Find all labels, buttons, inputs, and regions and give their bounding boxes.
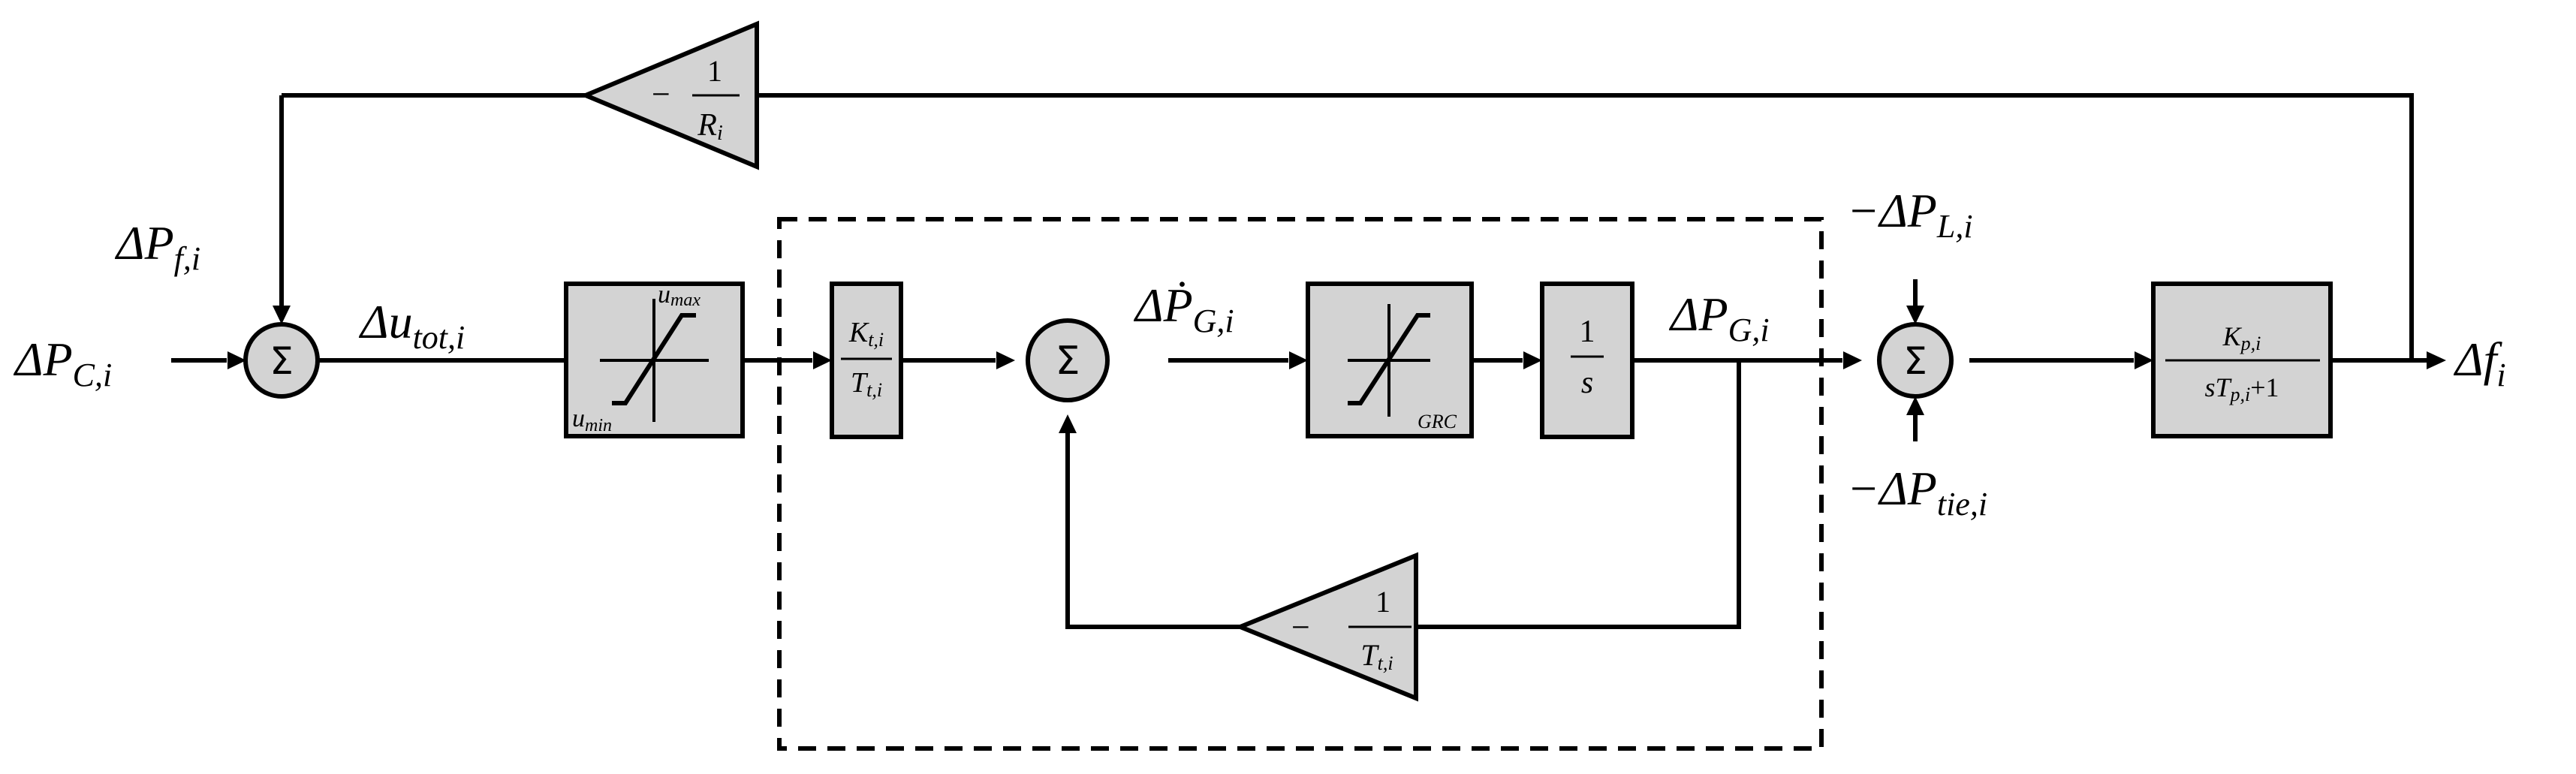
svg-text:umin: umin bbox=[572, 405, 612, 435]
svg-text:Δfi: Δfi bbox=[2453, 333, 2506, 393]
label-dpg-sub: G,i bbox=[1728, 312, 1770, 348]
label-dpl-main: −ΔP bbox=[1847, 184, 1937, 237]
arrowhead-turbine bbox=[813, 351, 832, 369]
governor-turbine-region bbox=[777, 217, 1824, 751]
svg-text:Tt,i: Tt,i bbox=[1360, 638, 1393, 674]
sum-junction-1: Σ bbox=[243, 322, 320, 399]
arrowhead-output bbox=[2427, 351, 2446, 369]
plant-den-sub: p,i bbox=[2228, 384, 2250, 405]
feedback-gain-num: 1 bbox=[1375, 585, 1390, 619]
arrowhead-sum1-left bbox=[227, 351, 246, 369]
turbine-gain-block: Kt,i Tt,i bbox=[830, 282, 903, 439]
arrowhead-sum1-top bbox=[273, 306, 291, 324]
sum-junction-3: Σ bbox=[1877, 322, 1954, 399]
label-dpl-sub: L,i bbox=[1936, 208, 1973, 245]
svg-text:Kp,i: Kp,i bbox=[2222, 321, 2261, 354]
plant-num-main: K bbox=[2222, 321, 2243, 351]
plant-num-sub: p,i bbox=[2240, 333, 2261, 354]
sum-junction-2: Σ bbox=[1026, 318, 1110, 402]
droop-gain-sign: − bbox=[652, 76, 670, 113]
arrowhead-sum3-left bbox=[1843, 351, 1862, 369]
label-dpg-main: ΔP bbox=[1668, 288, 1728, 341]
label-dpgdot-sub: G,i bbox=[1193, 303, 1234, 339]
svg-text:umax: umax bbox=[658, 281, 700, 310]
limiter-umin-main: u bbox=[572, 405, 585, 432]
svg-text:Tt,i: Tt,i bbox=[851, 367, 882, 401]
arrowhead-sum3-bottom bbox=[1906, 396, 1924, 415]
turbine-den-sub: t,i bbox=[866, 379, 882, 401]
label-dutot-main: Δu bbox=[358, 295, 413, 348]
label-dptie-sub: tie,i bbox=[1937, 486, 1987, 523]
integrator-block: 1 s bbox=[1540, 282, 1634, 439]
label-dpc-sub: C,i bbox=[73, 357, 113, 393]
grc-block: GRC bbox=[1306, 282, 1474, 438]
arrowhead-sum2-bottom bbox=[1059, 414, 1077, 433]
label-df-main: Δf bbox=[2453, 333, 2503, 386]
arrowhead-plant bbox=[2135, 351, 2153, 369]
arrowhead-grc bbox=[1289, 351, 1308, 369]
svg-text:Δutot,i: Δutot,i bbox=[358, 295, 465, 356]
droop-gain-block: − 1 Ri bbox=[580, 20, 759, 170]
label-dpgdot-main: ΔṖ bbox=[1133, 279, 1193, 332]
label-df-sub: i bbox=[2496, 357, 2505, 393]
feedback-gain-den-main: T bbox=[1360, 638, 1379, 672]
plant-den-main: sT bbox=[2204, 372, 2232, 402]
arrowhead-sum3-top bbox=[1906, 306, 1924, 324]
svg-text:ΔṖG,i: ΔṖG,i bbox=[1133, 279, 1234, 339]
integrator-num: 1 bbox=[1580, 315, 1595, 349]
svg-text:ΔPC,i: ΔPC,i bbox=[13, 333, 112, 393]
limiter-umax-sub: max bbox=[670, 291, 700, 310]
feedback-gain-sign: − bbox=[1291, 609, 1310, 646]
limiter-umax-main: u bbox=[658, 281, 670, 309]
sum-symbol: Σ bbox=[270, 339, 294, 383]
svg-text:Kt,i: Kt,i bbox=[848, 317, 884, 351]
arrowhead-integrator bbox=[1523, 351, 1542, 369]
turbine-num-main: K bbox=[848, 317, 869, 348]
integrator-den: s bbox=[1581, 366, 1593, 400]
droop-gain-den-main: R bbox=[697, 108, 717, 143]
label-dutot-sub: tot,i bbox=[413, 319, 465, 356]
arrowhead-sum2-left bbox=[996, 351, 1015, 369]
label-dpf-sub: f,i bbox=[174, 240, 200, 277]
feedback-gain-block: − 1 Tt,i bbox=[1234, 552, 1418, 702]
svg-text:−ΔPL,i: −ΔPL,i bbox=[1847, 184, 1973, 245]
limiter-umin-sub: min bbox=[585, 416, 612, 435]
wire-inner-feedback-return bbox=[1065, 432, 1240, 629]
svg-text:sTp,i+1: sTp,i+1 bbox=[2204, 372, 2279, 405]
label-dpf-main: ΔP bbox=[114, 216, 174, 270]
sum-symbol: Σ bbox=[1056, 339, 1080, 384]
sum-symbol: Σ bbox=[1903, 339, 1927, 383]
plant-den-tail: +1 bbox=[2250, 372, 2279, 402]
svg-text:ΔPG,i: ΔPG,i bbox=[1668, 288, 1770, 348]
turbine-den-main: T bbox=[851, 367, 869, 399]
svg-text:ΔPf,i: ΔPf,i bbox=[114, 216, 200, 277]
label-dpc-main: ΔP bbox=[13, 333, 73, 386]
turbine-num-sub: t,i bbox=[868, 329, 884, 351]
droop-gain-den-sub: i bbox=[717, 122, 723, 145]
wire-outer-feedback bbox=[757, 93, 2414, 360]
label-dptie-main: −ΔP bbox=[1847, 462, 1937, 515]
droop-gain-num: 1 bbox=[707, 54, 722, 88]
limiter-block: umax umin bbox=[564, 281, 745, 438]
svg-text:Ri: Ri bbox=[697, 108, 722, 145]
wire-inner-feedback bbox=[1416, 360, 1741, 629]
plant-block: Kp,i sTp,i+1 bbox=[2151, 282, 2333, 438]
feedback-gain-den-sub: t,i bbox=[1378, 652, 1393, 674]
grc-label: GRC bbox=[1418, 411, 1457, 432]
svg-text:−ΔPtie,i: −ΔPtie,i bbox=[1847, 462, 1987, 523]
